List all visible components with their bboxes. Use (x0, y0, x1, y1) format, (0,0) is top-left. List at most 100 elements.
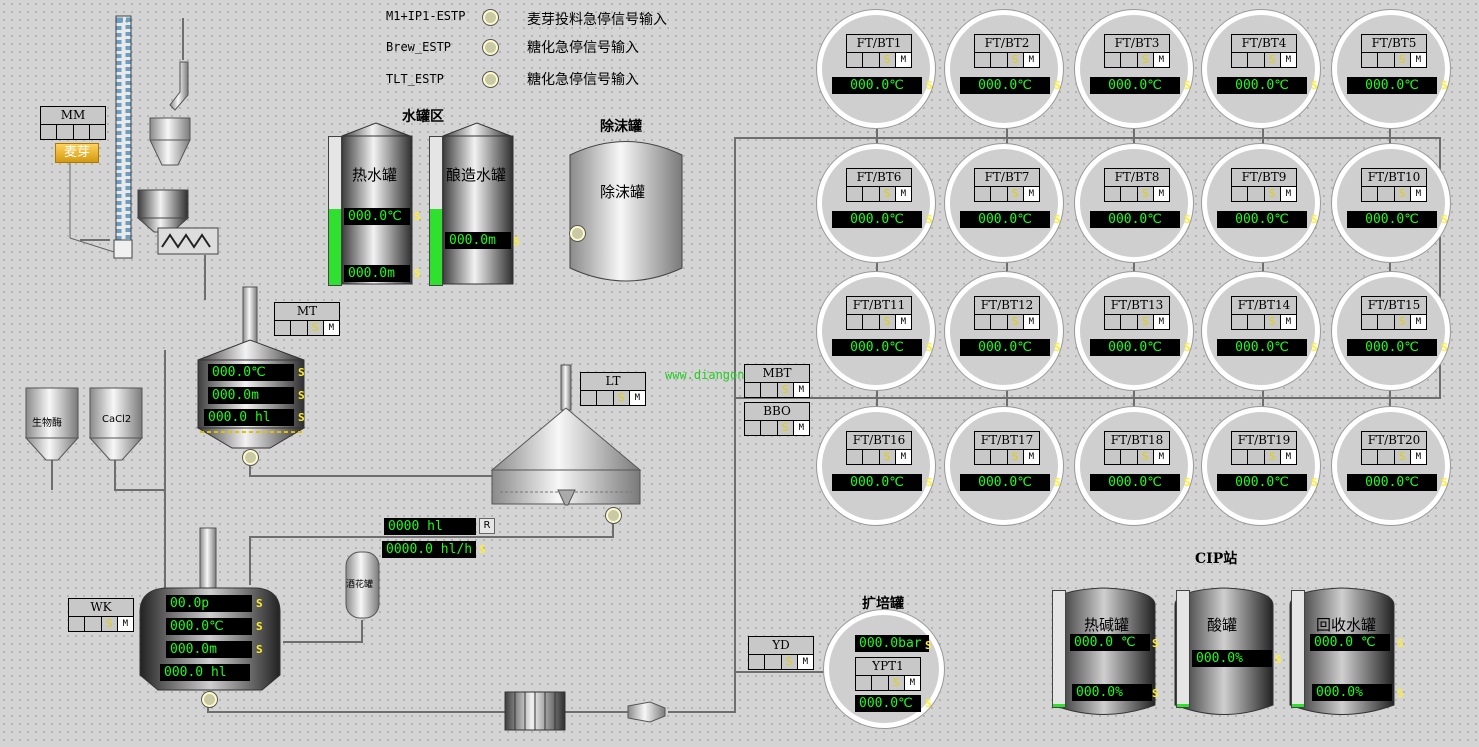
estp-desc-3: 糖化急停信号输入 (527, 72, 639, 88)
malt-button[interactable]: 麦芽 (55, 143, 99, 163)
defoam-lamp[interactable] (570, 226, 585, 241)
hot-water-level-fill (329, 209, 341, 285)
estp-lamp-1[interactable] (483, 10, 498, 25)
fermenter-temp-s: S (1054, 476, 1061, 489)
fermenter-temp-display: 000.0℃ (1217, 211, 1307, 228)
water-area-title: 水罐区 (402, 109, 444, 125)
tag-mm[interactable]: MM (40, 106, 106, 140)
mt-volume-display: 000.0 hl (204, 409, 294, 426)
wk-level-display: 000.0m (166, 641, 252, 658)
fermenter-m-cell: M (895, 53, 911, 67)
fermenter-temp-s: S (1184, 476, 1191, 489)
estp-code-1: M1+IP1-ESTP (386, 9, 466, 23)
lt-reset-button[interactable]: R (479, 518, 495, 534)
fermenter-tag-label: FT/BT5 (1362, 35, 1426, 53)
hot-water-tank-label: 热水罐 (352, 166, 398, 184)
fermenter-m-cell: M (1153, 187, 1169, 201)
expansion-pressure-display: 000.0bar (855, 635, 929, 652)
hop-tank-label: 酒花罐 (346, 580, 374, 590)
fermenter-temp-s: S (1184, 79, 1191, 92)
hop-tank-body (345, 551, 380, 619)
fermenter-temp-s: S (1441, 79, 1448, 92)
fermenter-m-cell: M (1280, 315, 1296, 329)
fermenter-s-cell: S (1264, 187, 1281, 201)
tag-bbo-label: BBO (745, 403, 809, 421)
defoam-tank-label: 除沫罐 (600, 183, 646, 201)
defoam-title: 除沫罐 (600, 119, 642, 135)
fermenter-s-cell: S (1394, 187, 1411, 201)
fermenter-m-cell: M (1410, 315, 1426, 329)
fermenter-m-cell: M (1410, 53, 1426, 67)
recovery-pct-s: S (1397, 687, 1404, 700)
hot-water-temp-s: S (414, 210, 421, 223)
fermenter-m-cell: M (1280, 187, 1296, 201)
lt-outlet-lamp[interactable] (606, 508, 621, 523)
fermenter-temp-display: 000.0℃ (832, 339, 922, 356)
hot-alkali-level-bar (1052, 590, 1066, 708)
wk-outlet-lamp[interactable] (202, 692, 217, 707)
fermenter-temp-s: S (926, 341, 933, 354)
hot-water-level-display: 000.0m (344, 265, 410, 282)
fermenter-temp-display: 000.0℃ (1090, 77, 1180, 94)
fermenter-temp-display: 000.0℃ (1090, 474, 1180, 491)
fermenter-temp-s: S (1441, 341, 1448, 354)
fermenter-tag-label: FT/BT6 (847, 169, 911, 187)
mt-outlet-lamp[interactable] (243, 450, 258, 465)
estp-lamp-3[interactable] (483, 72, 498, 87)
cip-title: CIP站 (1195, 551, 1238, 567)
estp-lamp-2[interactable] (483, 40, 498, 55)
fermenter-temp-display: 000.0℃ (960, 77, 1050, 94)
fermenter-m-cell: M (1023, 315, 1039, 329)
cacl2-tank-body (88, 387, 144, 461)
acid-pct-display: 000.0% (1192, 650, 1272, 667)
